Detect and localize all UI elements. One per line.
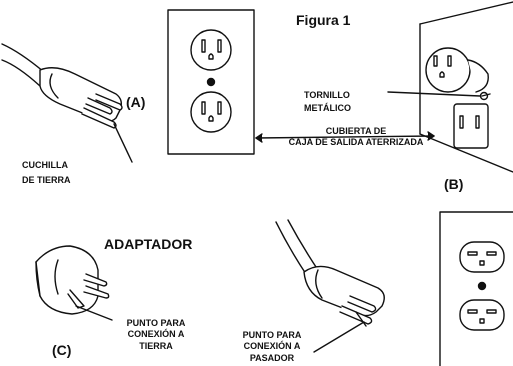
adapter-title: ADAPTADOR: [104, 236, 193, 252]
ground-blade-label: CUCHILLA DE TIERRA: [22, 160, 71, 187]
leader-pin-point: [313, 321, 365, 353]
adapter-outlet-b: [419, 1, 513, 173]
cover-label: CUBIERTA DE CAJA DE SALIDA ATERRIZADA: [262, 126, 450, 149]
cover-line-2: CAJA DE SALIDA ATERRIZADA: [288, 137, 424, 148]
leader-ground-blade: [113, 123, 133, 163]
label-a: (A): [126, 94, 146, 110]
leader-cover: [255, 135, 435, 139]
pin-point-label: PUNTO PARA CONEXIÓN A PASADOR: [218, 330, 326, 361]
ground-point-label: PUNTO PARA CONEXIÓN A TIERRA: [104, 318, 208, 352]
grounded-plug-a: [1, 43, 123, 129]
ground-blade-line-2: DE TIERRA: [22, 175, 71, 186]
pin-point-line-1: PUNTO PARA: [242, 330, 302, 340]
plug-center: [275, 219, 385, 327]
label-c: (C): [52, 342, 72, 358]
screw-line-1: TORNILLO: [304, 90, 350, 100]
screw-label: TORNILLO METÁLICO: [304, 90, 351, 115]
leader-ground-point: [75, 305, 113, 321]
center-screw: [206, 77, 216, 87]
adapter-c: [35, 245, 110, 315]
ground-point-line-2: CONEXIÓN A: [127, 329, 185, 340]
figure-title: Figura 1: [296, 12, 351, 28]
pin-point-line-3: PASADOR: [249, 352, 295, 361]
ground-point-line-1: PUNTO PARA: [126, 318, 186, 328]
ground-point-line-3: TIERRA: [139, 340, 173, 351]
pin-point-line-2: CONEXIÓN A: [243, 341, 301, 352]
duplex-outlet-top: [167, 9, 255, 155]
duplex-outlet-bottom: [439, 211, 513, 366]
leader-screw: [387, 91, 481, 97]
label-b: (B): [444, 176, 464, 192]
ground-blade-line-1: CUCHILLA: [22, 160, 68, 170]
screw-line-2: METÁLICO: [304, 103, 351, 114]
cover-line-1: CUBIERTA DE: [325, 126, 387, 136]
